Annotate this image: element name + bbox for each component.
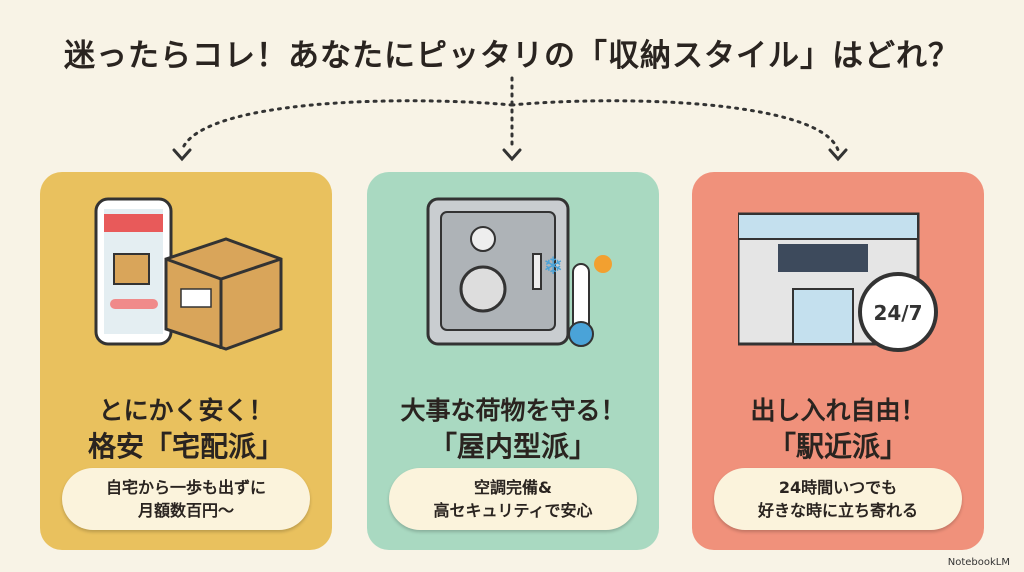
card-indoor: ❄ 大事な荷物を守る！ 「屋内型派」 空調完備& 高セキュリティで安心: [367, 172, 659, 550]
description-pill: 24時間いつでも 好きな時に立ち寄れる: [714, 468, 962, 530]
brand-watermark: NotebookLM: [947, 557, 1010, 568]
smartphone-box-icon: [94, 197, 283, 351]
branch-arrows: [172, 76, 848, 162]
card-heading: 大事な荷物を守る！ 「屋内型派」: [367, 394, 659, 466]
clock-label: 24/7: [873, 301, 922, 325]
description-line: 好きな時に立ち寄れる: [757, 501, 918, 520]
description-pill: 自宅から一歩も出ずに 月額数百円〜: [62, 468, 310, 530]
description-line: 空調完備&: [474, 478, 552, 497]
heading-line: 「駅近派」: [767, 430, 908, 463]
heading-line: 大事な荷物を守る！: [400, 396, 626, 425]
heading-line: 「屋内型派」: [428, 430, 597, 463]
heading-line: とにかく安く！: [98, 396, 274, 425]
description-line: 月額数百円〜: [137, 501, 234, 520]
card-heading: 出し入れ自由！ 「駅近派」: [692, 394, 984, 466]
safe-thermometer-icon: ❄: [426, 197, 612, 347]
card-delivery: とにかく安く！ 格安「宅配派」 自宅から一歩も出ずに 月額数百円〜: [40, 172, 332, 550]
page-title: 迷ったらコレ！あなたにピッタリの「収納スタイル」はどれ？: [64, 38, 960, 74]
heading-line: 出し入れ自由！: [750, 396, 926, 425]
svg-text:❄: ❄: [543, 252, 563, 280]
description-pill: 空調完備& 高セキュリティで安心: [389, 468, 637, 530]
station-clock-icon: 24/7: [738, 212, 938, 352]
description-line: 自宅から一歩も出ずに: [105, 478, 266, 497]
heading-line: 格安「宅配派」: [87, 430, 284, 463]
description-line: 高セキュリティで安心: [433, 501, 593, 520]
card-station: 24/7 出し入れ自由！ 「駅近派」 24時間いつでも 好きな時に立ち寄れる: [692, 172, 984, 550]
description-line: 24時間いつでも: [778, 478, 898, 497]
card-heading: とにかく安く！ 格安「宅配派」: [40, 394, 332, 466]
